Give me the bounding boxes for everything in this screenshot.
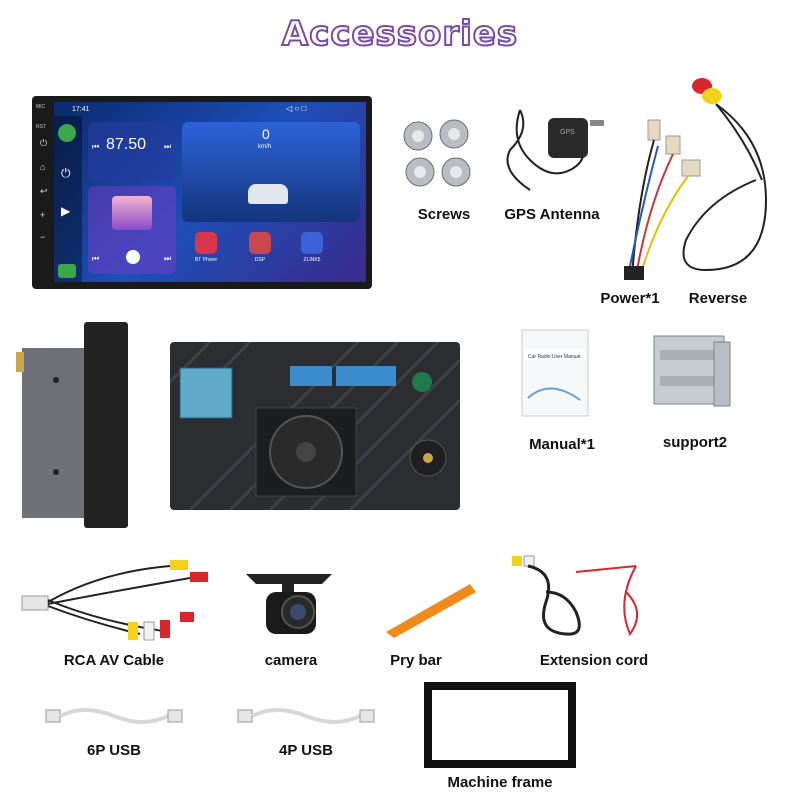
app-label: ZLINK5 xyxy=(303,257,321,263)
usb-4p-label: 4P USB xyxy=(279,742,333,759)
play-pause-icon[interactable] xyxy=(126,250,140,264)
manual-label: Manual*1 xyxy=(529,436,595,453)
rca-cable-image xyxy=(21,560,208,641)
carplay-icon[interactable] xyxy=(58,124,76,142)
rca-label: RCA AV Cable xyxy=(63,652,165,669)
machine-frame-label: Machine frame xyxy=(447,774,553,791)
speed-value: 0 xyxy=(262,126,270,142)
music-widget[interactable]: ⏮ ⏭ xyxy=(88,186,176,274)
reverse-label: Reverse xyxy=(688,290,748,307)
nav-back-icon[interactable]: ◁ ○ □ xyxy=(286,104,307,113)
app-bt-phone[interactable]: BT Phone xyxy=(186,232,226,276)
power-label: Power*1 xyxy=(600,290,660,307)
next-station-icon[interactable]: ⏭ xyxy=(164,142,172,151)
sidebar-dock: ⏻ ▶ xyxy=(54,116,82,282)
zlink-app-icon xyxy=(301,232,323,254)
usb-6p-label: 6P USB xyxy=(87,742,141,759)
app-label: DSP xyxy=(254,257,266,263)
back-icon[interactable]: ↩ xyxy=(40,186,48,196)
manual-image: Car Radio User Manual xyxy=(521,329,589,417)
clock-label: 17:41 xyxy=(72,106,90,113)
screen-display: 17:41 ◁ ○ □ ⏻ ▶ ⏮ 87.50 ⏭ ⏮ ⏭ 0 km/h BT … xyxy=(54,102,366,282)
gps-antenna-label: GPS Antenna xyxy=(504,206,600,223)
screws-image xyxy=(403,119,471,187)
radio-widget[interactable]: ⏮ 87.50 ⏭ xyxy=(88,122,176,182)
car-image xyxy=(248,184,288,204)
dashboard-widget: 0 km/h xyxy=(182,122,360,222)
album-art xyxy=(112,196,152,230)
unit-rear-view xyxy=(170,342,460,510)
power-icon[interactable]: ⏻ xyxy=(40,138,48,148)
app-dsp[interactable]: DSP xyxy=(240,232,280,276)
rst-label: RST xyxy=(36,124,46,130)
reverse-cable-image xyxy=(682,78,768,272)
prev-station-icon[interactable]: ⏮ xyxy=(92,142,100,151)
mic-label: MIC xyxy=(36,104,46,110)
prev-track-icon[interactable]: ⏮ xyxy=(92,254,100,263)
usb-6p-image xyxy=(45,708,183,724)
app-label: BT Phone xyxy=(194,257,218,263)
gps-badge: GPS xyxy=(560,129,575,136)
support-bracket-image xyxy=(653,335,731,407)
next-track-icon[interactable]: ⏭ xyxy=(164,254,172,263)
app-zlink[interactable]: ZLINK5 xyxy=(292,232,332,276)
volume-up-icon[interactable]: + xyxy=(40,210,46,220)
phone-app-icon xyxy=(195,232,217,254)
gps-antenna-image: GPS xyxy=(506,109,604,191)
screws-label: Screws xyxy=(417,206,471,223)
radio-frequency: 87.50 xyxy=(106,136,147,153)
pry-bar-image xyxy=(386,584,476,638)
volume-down-icon[interactable]: − xyxy=(40,232,46,242)
unit-side-view xyxy=(16,322,128,528)
page-title: Accessories xyxy=(281,13,519,55)
extension-cord-image xyxy=(512,555,638,637)
pry-bar-label: Pry bar xyxy=(390,652,442,669)
power-toggle-icon[interactable]: ⏻ xyxy=(61,166,71,180)
camera-label: camera xyxy=(264,652,318,669)
play-icon[interactable]: ▶ xyxy=(61,204,71,218)
home-icon[interactable]: ⌂ xyxy=(40,162,46,172)
power-harness-image xyxy=(624,119,701,280)
camera-image xyxy=(246,574,332,634)
extension-label: Extension cord xyxy=(539,652,649,669)
usb-4p-image xyxy=(237,708,375,724)
speed-unit: km/h xyxy=(258,144,272,150)
head-unit-screen: MIC RST ⏻ ⌂ ↩ + − 17:41 ◁ ○ □ ⏻ ▶ ⏮ 87.5… xyxy=(32,96,372,289)
manual-cover-text: Car Radio User Manual xyxy=(528,354,580,360)
android-auto-icon[interactable] xyxy=(58,264,76,278)
machine-frame-image xyxy=(424,682,576,768)
support-label: support2 xyxy=(662,434,728,451)
equalizer-app-icon xyxy=(249,232,271,254)
